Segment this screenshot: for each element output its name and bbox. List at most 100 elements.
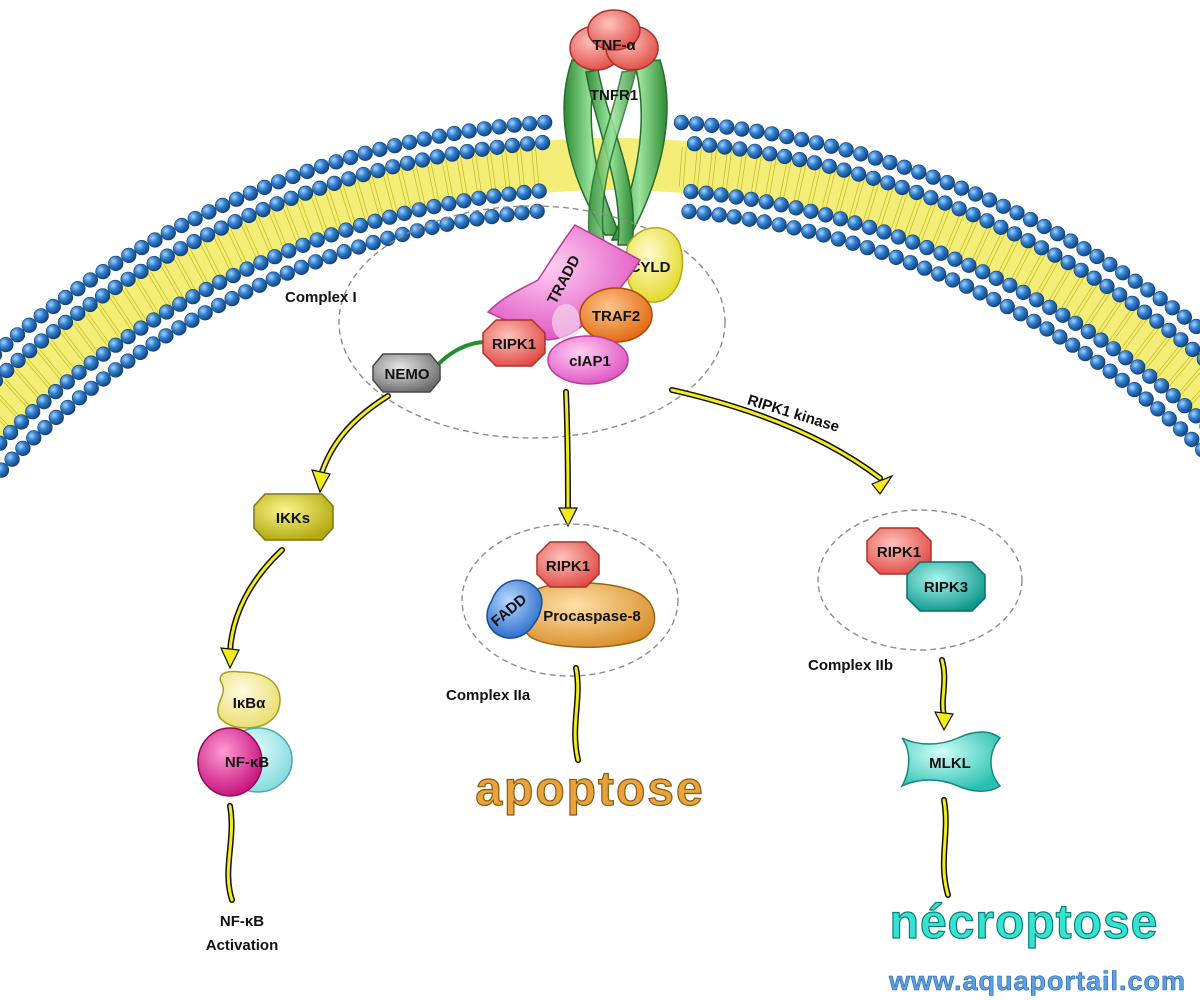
lipid-tail <box>254 216 271 254</box>
lipid-head <box>394 226 411 243</box>
lipid-head <box>1015 284 1031 301</box>
lipid-head <box>439 216 455 232</box>
lipid-tail <box>907 197 923 236</box>
lipid-tail <box>189 249 210 285</box>
lipid-head <box>1033 240 1050 256</box>
lipid-tail <box>825 171 836 211</box>
lipid-tail <box>0 420 8 429</box>
lipid-head <box>1002 277 1018 293</box>
lipid-head <box>322 249 338 265</box>
ripk1-complex-i: RIPK1 <box>482 319 546 367</box>
lipid-head <box>747 143 763 159</box>
lipid-head <box>158 328 174 344</box>
lipid-head <box>251 277 268 293</box>
lipid-head <box>993 219 1009 235</box>
lipid-head <box>108 337 124 353</box>
lipid-tail <box>1176 367 1200 396</box>
lipid-head <box>1077 346 1093 362</box>
lipid-head <box>1140 282 1156 298</box>
lipid-tail <box>426 162 436 202</box>
lipid-tail <box>1146 335 1173 368</box>
lipid-head <box>958 278 975 294</box>
lipid-tail <box>890 192 904 231</box>
lipid-head <box>711 207 727 223</box>
lipid-head <box>1176 309 1192 325</box>
lipid-head <box>48 409 64 426</box>
lipid-tail <box>903 197 919 236</box>
lipid-tail <box>50 339 77 372</box>
lipid-head <box>1124 295 1140 312</box>
lipid-head <box>57 314 74 331</box>
lipid-head <box>717 139 733 155</box>
lipid-head <box>82 272 98 288</box>
lipid-head <box>239 261 255 277</box>
lipid-head <box>1020 233 1036 249</box>
lipid-head <box>323 227 340 243</box>
lipid-head <box>459 144 475 160</box>
lipid-head <box>1177 398 1193 414</box>
lipid-tail <box>880 187 894 227</box>
lipid-head <box>160 225 176 241</box>
lipid-tail <box>754 155 762 196</box>
lipid-head <box>961 257 977 273</box>
lipid-head <box>380 230 396 246</box>
lipid-tail <box>401 169 412 209</box>
cyld-label: CYLD <box>630 259 671 276</box>
traf2-label: TRAF2 <box>592 308 640 325</box>
lipid-head <box>187 211 203 227</box>
lipid-head <box>1114 372 1130 388</box>
lipid-head <box>1184 431 1200 448</box>
lipid-head <box>688 116 705 132</box>
lipid-head <box>1049 226 1066 242</box>
lipid-tail <box>367 176 380 216</box>
lipid-head <box>293 259 310 276</box>
lipid-tail <box>124 287 147 322</box>
lipid-head <box>916 260 933 276</box>
nemo-ripk1-linker <box>431 340 487 372</box>
lipid-tail <box>62 330 88 363</box>
mlkl-protein: MLKL <box>900 731 1002 792</box>
lipid-head <box>224 291 240 307</box>
lipid-tail <box>185 249 206 285</box>
lipid-tail <box>87 312 112 346</box>
lipid-head <box>786 220 802 236</box>
lipid-head <box>988 270 1004 287</box>
lipid-head <box>95 264 111 280</box>
lipid-head <box>444 146 460 162</box>
lipid-tail <box>159 263 181 299</box>
traf2-protein: TRAF2 <box>579 287 653 343</box>
lipid-head <box>808 135 825 151</box>
lipid-head <box>1006 226 1023 242</box>
lipid-head <box>1065 337 1081 353</box>
lipid-tail <box>99 303 123 338</box>
lipid-tail <box>0 394 22 419</box>
lipid-head <box>537 114 553 130</box>
lipid-tail <box>934 208 951 246</box>
lipid-head <box>271 174 287 190</box>
lipid-head <box>120 329 136 345</box>
lipid-head <box>1130 359 1146 375</box>
lipid-head <box>71 390 88 406</box>
lipid-tail <box>682 146 687 187</box>
lipid-head <box>749 123 765 139</box>
lipid-tail <box>821 171 832 211</box>
lipid-tail <box>1063 275 1086 311</box>
lipid-head <box>70 305 86 322</box>
lipid-head <box>972 285 988 301</box>
lipid-tail <box>95 303 119 338</box>
lipid-head <box>185 289 201 305</box>
lipid-tail <box>516 148 521 189</box>
tnfr1-strand-right <box>610 59 668 241</box>
lipid-head <box>1149 313 1165 329</box>
lipid-head <box>396 205 413 221</box>
lipid-tail <box>39 349 66 381</box>
lipid-head <box>764 126 780 142</box>
lipid-head <box>367 213 383 229</box>
lipid-head <box>1009 205 1025 221</box>
lipid-head <box>159 304 175 320</box>
lipid-head <box>83 380 99 396</box>
lipid-tail <box>764 158 773 199</box>
lipid-tail <box>74 321 100 354</box>
lipid-head <box>756 214 772 230</box>
lipid-tail <box>0 399 18 419</box>
